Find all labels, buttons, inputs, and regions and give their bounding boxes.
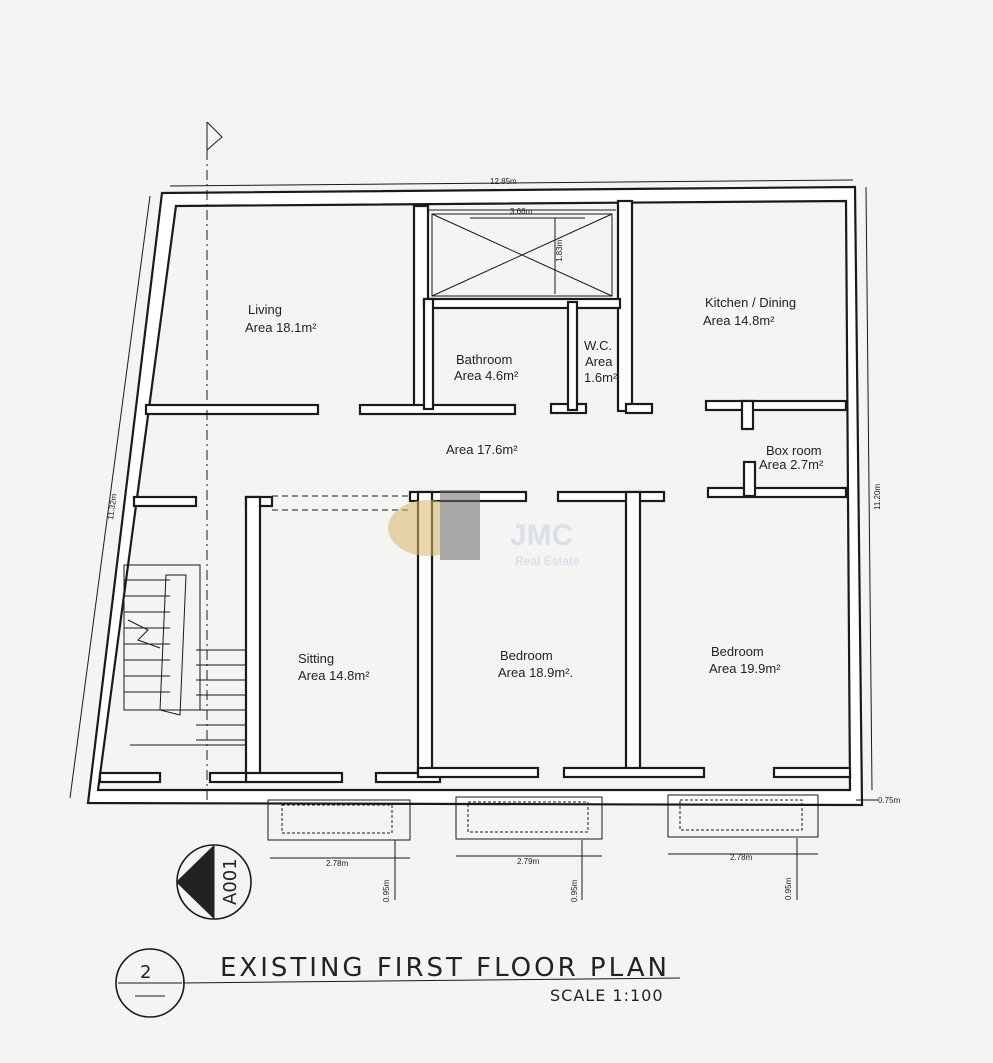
dim-right-side: 11.20m [873,484,882,510]
drawing-title-block: 2 EXISTING FIRST FLOOR PLAN SCALE 1:100 [115,948,681,1018]
watermark-logo: JMC [510,519,573,552]
staircase [123,564,247,746]
drawing-title: EXISTING FIRST FLOOR PLAN [220,953,670,983]
wc-area-label: Area [585,354,613,369]
dashed-opening [272,495,410,511]
sitting-area: Area 14.8m² [298,668,370,683]
hall-area: Area 17.6m² [446,442,518,457]
section-marker-number: 1 [191,882,212,893]
dim-balcony3-width: 2.78m [730,853,753,862]
watermark-sub: Real Estate [515,554,580,568]
bathroom-name: Bathroom [456,352,512,367]
dim-balcony1-width: 2.78m [326,859,349,868]
light-shaft [428,209,616,297]
dim-balcony3-depth: 0.95m [784,877,793,900]
drawing-number: 2 [140,962,151,983]
dim-balcony2-width: 2.79m [517,857,540,866]
drawing-scale: SCALE 1:100 [550,986,664,1005]
bedroom2-area: Area 19.9m² [709,661,781,676]
bathroom-area: Area 4.6m² [454,368,519,383]
dim-shaft-width: 3.66m [510,207,533,216]
dimension-labels: 12.85m 3.66m 1.83m 11.32m 11.20m 0.75m 2… [106,177,901,902]
bedroom1-area: Area 18.9m². [498,665,573,680]
section-line [206,121,223,800]
interior-walls [98,199,852,784]
box-room-name: Box room [766,443,822,458]
bedroom2-name: Bedroom [711,644,764,659]
dim-left-side: 11.32m [106,493,119,520]
living-area: Area 18.1m² [245,320,317,335]
dim-balcony-offset: 0.75m [878,796,901,805]
dimension-lines [69,179,878,900]
wc-name: W.C. [584,338,612,353]
dim-balcony2-depth: 0.95m [570,879,579,902]
dim-shaft-depth: 1.83m [555,239,564,262]
kitchen-area: Area 14.8m² [703,313,775,328]
sitting-name: Sitting [298,651,334,666]
section-marker-sheet: A001 [220,858,241,905]
living-name: Living [248,302,282,317]
room-labels: Living Area 18.1m² Bathroom Area 4.6m² W… [245,295,824,683]
section-marker: 1 A001 [176,844,252,920]
box-room-area: Area 2.7m² [759,457,824,472]
watermark: JMC Real Estate [388,490,580,568]
wc-area-value: 1.6m² [584,370,618,385]
bedroom1-name: Bedroom [500,648,553,663]
dim-top-width: 12.85m [490,177,517,186]
kitchen-name: Kitchen / Dining [705,295,796,310]
balconies [267,794,819,841]
dim-balcony1-depth: 0.95m [382,879,391,902]
